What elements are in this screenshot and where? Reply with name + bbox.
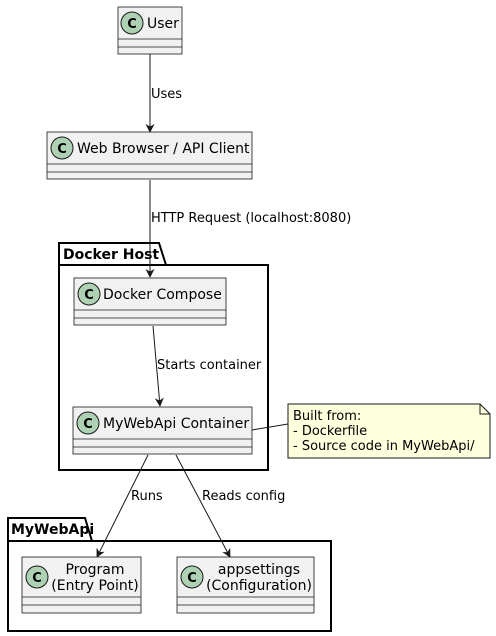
edge-starts-container: Starts container [152, 325, 262, 407]
package-docker-host-label: Docker Host [63, 247, 159, 263]
svg-text:C: C [127, 17, 137, 32]
class-marker-icon: C [50, 136, 74, 160]
class-web-browser: C Web Browser / API Client [46, 131, 253, 180]
class-marker-icon: C [180, 565, 204, 589]
class-marker-icon: C [76, 411, 100, 435]
svg-text:C: C [84, 288, 94, 303]
note-connector [251, 423, 289, 431]
edge-runs-label: Runs [131, 489, 163, 504]
svg-text:C: C [57, 142, 67, 157]
edge-uses: Uses [145, 54, 182, 133]
class-docker-compose: C Docker Compose [73, 277, 227, 326]
edge-uses-label: Uses [151, 87, 182, 102]
package-mywebapi: MyWebApi [7, 517, 332, 632]
svg-text:C: C [187, 571, 197, 586]
class-appsettings-name: appsettings [218, 562, 300, 578]
edge-http-request-label: HTTP Request (localhost:8080) [151, 211, 351, 226]
class-mywebapi-container: C MyWebApi Container [72, 406, 253, 455]
class-program: C Program (Entry Point) [21, 556, 142, 614]
class-marker-icon: C [120, 11, 144, 35]
edge-reads-config-label: Reads config [202, 489, 285, 504]
edge-runs: Runs [96, 454, 163, 558]
note-line-3: - Source code in MyWebApi/ [293, 439, 475, 454]
class-user-name: User [147, 16, 179, 32]
class-marker-icon: C [25, 565, 49, 589]
edge-http-request: HTTP Request (localhost:8080) [145, 180, 351, 278]
class-appsettings: C appsettings (Configuration) [176, 556, 315, 614]
class-docker-compose-name: Docker Compose [103, 287, 222, 303]
edge-reads-config: Reads config [175, 454, 285, 558]
class-user: C User [117, 6, 183, 55]
package-mywebapi-label: MyWebApi [11, 522, 94, 538]
class-program-name: Program [65, 562, 124, 578]
class-program-stereotype: (Entry Point) [51, 578, 138, 594]
note-line-1: Built from: [293, 409, 361, 424]
class-marker-icon: C [77, 282, 101, 306]
class-appsettings-stereotype: (Configuration) [206, 578, 312, 594]
package-docker-host: Docker Host [58, 242, 269, 471]
note-line-2: - Dockerfile [293, 424, 367, 439]
edge-starts-container-label: Starts container [157, 358, 262, 373]
class-mywebapi-container-name: MyWebApi Container [103, 416, 249, 432]
class-web-browser-name: Web Browser / API Client [77, 141, 250, 157]
svg-text:C: C [83, 417, 93, 432]
svg-text:C: C [32, 571, 42, 586]
note: Built from: - Dockerfile - Source code i… [287, 403, 491, 459]
